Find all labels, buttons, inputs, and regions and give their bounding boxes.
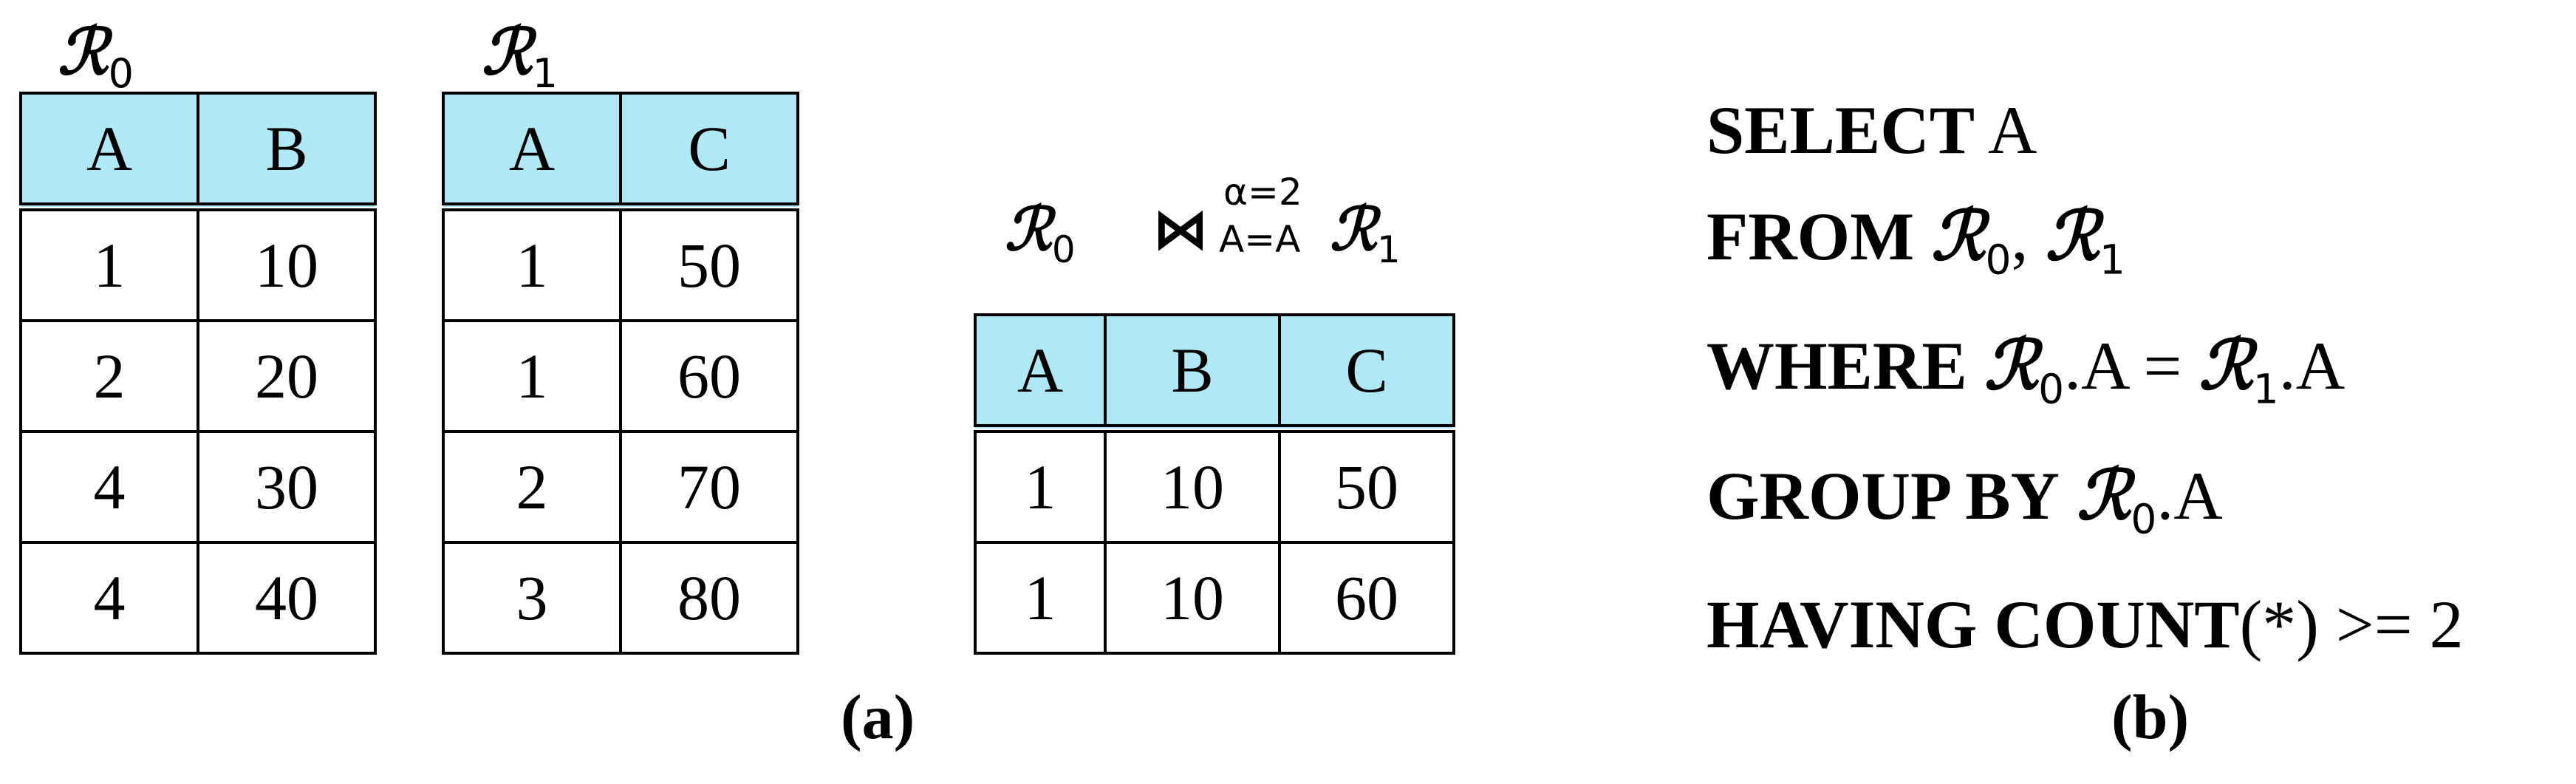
relation-index: 1: [2099, 236, 2125, 284]
relation-symbol: ℛ: [2199, 325, 2253, 406]
join-condition-superscript: α=2: [1223, 171, 1302, 214]
relation-index: 0: [1985, 236, 2012, 284]
sql-from-line: FROM ℛ0, ℛ1: [1706, 183, 2464, 313]
caption-b: (b): [2111, 681, 2190, 752]
relation-label-r0: ℛ0: [58, 15, 134, 97]
relation-symbol: ℛ: [482, 15, 533, 89]
relation-index: 0: [2131, 495, 2157, 543]
table-cell: 1: [442, 319, 622, 433]
table-cell: 20: [197, 319, 377, 433]
relation-index: 0: [108, 50, 134, 98]
table-join-result: A B C 1 10 50 1 10 60: [974, 313, 1455, 655]
header-cell: C: [619, 92, 799, 211]
table-cell: 1: [974, 427, 1107, 544]
relation-index: 0: [1051, 228, 1076, 271]
relation-index: 0: [2038, 365, 2065, 413]
relation-symbol: ℛ: [58, 15, 109, 89]
sql-text: .A: [2156, 457, 2223, 534]
sql-select-line: SELECT A: [1706, 78, 2464, 183]
table-row: 2 70: [442, 430, 799, 544]
sql-keyword: FROM: [1706, 199, 1915, 274]
sql-text: A: [1975, 92, 2037, 168]
table-row: 4 30: [19, 430, 377, 544]
table-r0: A B 1 10 2 20 4 30 4 40: [19, 92, 377, 655]
table-header-row: A B: [19, 92, 377, 211]
sql-keyword: SELECT: [1706, 92, 1975, 168]
table-cell: 50: [619, 205, 799, 322]
join-right-relation: ℛ1: [1330, 194, 1401, 271]
table-cell: 2: [19, 319, 199, 433]
caption-a: (a): [841, 681, 915, 752]
relation-index: 1: [532, 50, 558, 98]
table-cell: 40: [197, 541, 377, 655]
sql-text: .A: [2278, 328, 2346, 404]
relation-symbol: ℛ: [1931, 196, 1986, 276]
table-cell: 60: [619, 319, 799, 433]
table-cell: 50: [1278, 427, 1455, 544]
header-cell: A: [442, 92, 622, 211]
table-row: 1 10 60: [974, 541, 1455, 655]
relation-symbol: ℛ: [2076, 454, 2131, 535]
sql-text: (*) >= 2: [2239, 587, 2464, 663]
join-left-relation: ℛ0: [1005, 194, 1076, 271]
join-operator: ⋈: [1152, 196, 1209, 262]
header-cell: C: [1278, 313, 1455, 433]
table-cell: 1: [442, 205, 622, 322]
table-cell: 2: [442, 430, 622, 544]
table-cell: 30: [197, 430, 377, 544]
table-row: 1 50: [442, 205, 799, 322]
table-row: 1 60: [442, 319, 799, 433]
header-cell: B: [197, 92, 377, 211]
relation-symbol: ℛ: [1330, 194, 1377, 264]
table-row: 3 80: [442, 541, 799, 655]
table-cell: 1: [19, 205, 199, 322]
table-cell: 10: [1104, 541, 1281, 655]
sql-keyword: WHERE: [1706, 328, 1967, 404]
sql-where-line: WHERE ℛ0.A = ℛ1.A: [1706, 313, 2464, 442]
table-header-row: A B C: [974, 313, 1455, 433]
table-row: 1 10: [19, 205, 377, 322]
table-row: 2 20: [19, 319, 377, 433]
relation-label-r1: ℛ1: [482, 15, 558, 97]
sql-keyword: HAVING COUNT: [1706, 587, 2240, 663]
relation-symbol: ℛ: [1984, 325, 2039, 406]
sql-text: .A =: [2064, 328, 2199, 404]
relation-index: 1: [2252, 365, 2279, 413]
header-cell: A: [974, 313, 1107, 433]
table-row: 4 40: [19, 541, 377, 655]
sql-group-line: GROUP BY ℛ0.A: [1706, 443, 2464, 572]
table-cell: 4: [19, 430, 199, 544]
sql-text: ,: [2011, 199, 2046, 274]
table-cell: 10: [197, 205, 377, 322]
join-condition-subscript: A=A: [1219, 218, 1301, 261]
relation-symbol: ℛ: [1005, 194, 1052, 264]
table-cell: 3: [442, 541, 622, 655]
table-cell: 4: [19, 541, 199, 655]
header-cell: B: [1104, 313, 1281, 433]
header-cell: A: [19, 92, 199, 211]
table-cell: 10: [1104, 427, 1281, 544]
table-row: 1 10 50: [974, 427, 1455, 544]
table-header-row: A C: [442, 92, 799, 211]
table-cell: 1: [974, 541, 1107, 655]
sql-query: SELECT A FROM ℛ0, ℛ1 WHERE ℛ0.A = ℛ1.A G…: [1706, 78, 2464, 678]
table-r1: A C 1 50 1 60 2 70 3 80: [442, 92, 799, 655]
relation-symbol: ℛ: [2045, 196, 2100, 276]
table-cell: 80: [619, 541, 799, 655]
sql-having-line: HAVING COUNT(*) >= 2: [1706, 572, 2464, 678]
relation-index: 1: [1376, 228, 1401, 271]
table-cell: 60: [1278, 541, 1455, 655]
table-cell: 70: [619, 430, 799, 544]
sql-keyword: GROUP BY: [1706, 457, 2060, 534]
